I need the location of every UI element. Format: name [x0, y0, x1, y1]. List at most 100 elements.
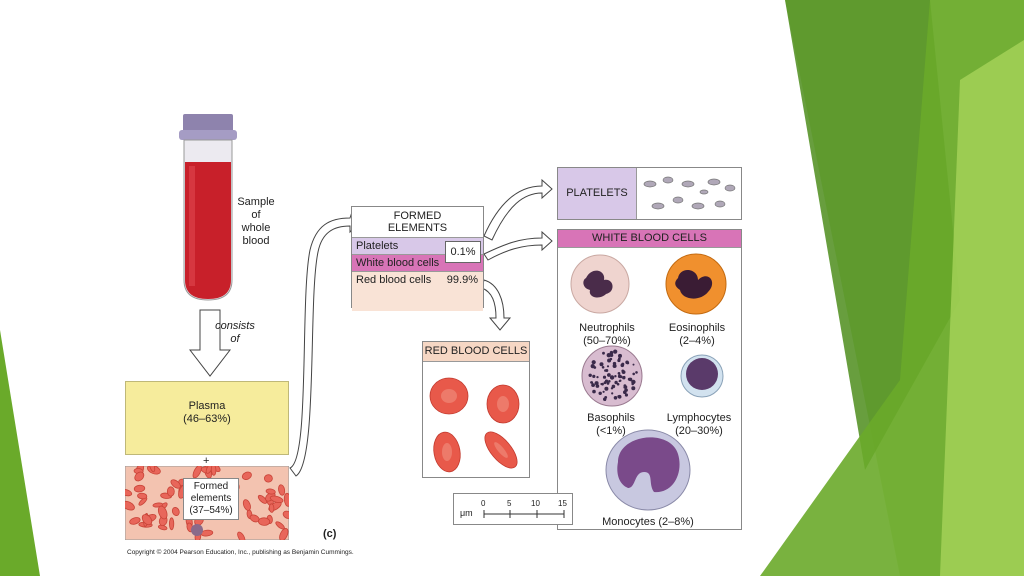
arrow-to-wbc — [483, 230, 553, 261]
blood-tube — [179, 114, 237, 301]
basophil-granule — [609, 350, 614, 355]
wbc-cell-pct: (20–30%) — [675, 425, 723, 437]
formed-row-value: 99.9% — [446, 274, 478, 286]
basophil-granule — [624, 393, 628, 397]
rbc-texture-cell — [265, 488, 276, 495]
rbc-header: RED BLOOD CELLS — [423, 342, 529, 362]
scale-bar: μm 0 5 10 15 — [453, 493, 573, 525]
basophil-granule — [590, 364, 595, 369]
formed-row-name: Platelets — [356, 240, 399, 252]
basophil-granule — [604, 386, 609, 391]
basophil-granule — [604, 369, 607, 372]
rbc-texture-cell — [157, 505, 168, 520]
formed-row-name: White blood cells — [356, 257, 440, 269]
platelets-panel: PLATELETS — [557, 167, 742, 220]
rbc-texture-cell — [279, 528, 289, 540]
basophil-granule — [606, 353, 611, 358]
rbc-texture-cell — [133, 484, 146, 493]
formed-sample-label-box: Formed elements (37–54%) — [183, 478, 239, 520]
basophil-granule — [601, 382, 604, 386]
basophil-granule — [606, 365, 610, 368]
rbc-texture-cell — [168, 517, 175, 531]
consists-label: consists of — [215, 320, 255, 345]
wbc-cell-name: Basophils — [587, 412, 635, 424]
basophil-granule — [609, 375, 615, 380]
panel-letter: (c) — [323, 528, 337, 540]
platelets-image — [643, 176, 736, 210]
wbc-cells-image — [570, 253, 727, 511]
basophil-granule — [606, 382, 610, 385]
rbc-texture-cell — [241, 471, 252, 480]
rbc-texture-cell — [237, 531, 246, 540]
basophil-granule — [608, 380, 611, 383]
basophil-granule — [591, 383, 595, 387]
basophil-granule — [612, 364, 617, 368]
formed-row-value: 0.1% — [450, 246, 476, 258]
basophil-granule — [632, 363, 635, 366]
basophil-granule — [617, 394, 622, 399]
basophil-granule — [602, 375, 607, 379]
basophil-cell — [581, 345, 643, 407]
rbc-texture-cell — [125, 500, 135, 511]
basophil-granule — [614, 380, 618, 385]
formed-row-value-box: 0.1% — [445, 241, 481, 263]
rbc-texture-cell — [170, 479, 181, 489]
wbc-label-eosinophils: Eosinophils (2–4%) — [654, 322, 740, 348]
wbc-header: WHITE BLOOD CELLS — [558, 230, 741, 248]
wbc-label-basophils: Basophils (<1%) — [566, 412, 656, 438]
plasma-box: Plasma (46–63%) — [125, 381, 289, 455]
wbc-label-neutrophils: Neutrophils (50–70%) — [562, 322, 652, 348]
basophil-granule — [611, 392, 614, 395]
rbc-texture-cell — [257, 494, 268, 504]
basophil-granule — [602, 390, 605, 393]
consists-arrow — [188, 309, 232, 377]
scale-tick-label: 5 — [507, 499, 512, 508]
basophil-granule — [614, 375, 617, 378]
basophil-granule — [631, 386, 636, 391]
rbc-texture-cell — [137, 492, 148, 500]
rbc-texture-cell — [264, 474, 273, 483]
basophil-granule — [617, 372, 621, 375]
rbc-texture-cell — [269, 495, 284, 504]
rbc-texture-cell — [282, 510, 289, 519]
wbc-label-monocytes: Monocytes (2–8%) — [578, 516, 718, 529]
scale-tick-label: 15 — [558, 499, 567, 508]
basophil-granule — [618, 357, 621, 361]
formed-table-title: FORMED ELEMENTS — [387, 210, 448, 234]
basophil-granule — [621, 370, 626, 374]
monocyte-cell — [605, 429, 691, 511]
basophil-granule — [599, 362, 604, 367]
rbc-texture-cell — [242, 499, 251, 511]
scale-unit: μm — [460, 508, 473, 518]
wbc-cell-pct: (50–70%) — [583, 335, 631, 347]
plus-sign: + — [203, 455, 210, 467]
basophil-granule — [601, 366, 605, 369]
basophil-granule — [594, 381, 599, 386]
rbc-texture-cell — [278, 484, 286, 496]
platelets-title: PLATELETS — [566, 187, 628, 199]
rbc-texture-cell — [129, 517, 141, 525]
rbc-texture-cell — [166, 486, 175, 497]
basophil-granule — [618, 380, 621, 383]
basophil-granule — [604, 399, 607, 401]
wbc-label-lymphocytes: Lymphocytes (20–30%) — [654, 412, 744, 438]
basophil-granule — [617, 374, 622, 379]
rbc-texture-cell — [258, 517, 271, 526]
rbc-texture-cell — [275, 521, 285, 530]
scale-axis — [483, 510, 565, 518]
rbc-texture-cell — [171, 507, 180, 516]
wbc-cell-name: Lymphocytes — [666, 412, 732, 424]
basophil-granule — [607, 358, 612, 363]
wbc-panel: WHITE BLOOD CELLS Neutrophils (50–7 — [557, 229, 742, 530]
scale-tick-label: 0 — [481, 499, 486, 508]
copyright: Copyright © 2004 Pearson Education, Inc.… — [127, 549, 354, 556]
basophil-granule — [592, 389, 596, 394]
basophil-granule — [613, 396, 618, 400]
tube-label: Sample of whole blood — [237, 196, 275, 247]
green-triangle-right-light — [940, 40, 1024, 576]
arrow-to-formed-table — [289, 210, 361, 477]
rbc-texture-cell — [192, 466, 202, 479]
rbc-texture-cell — [148, 466, 156, 473]
